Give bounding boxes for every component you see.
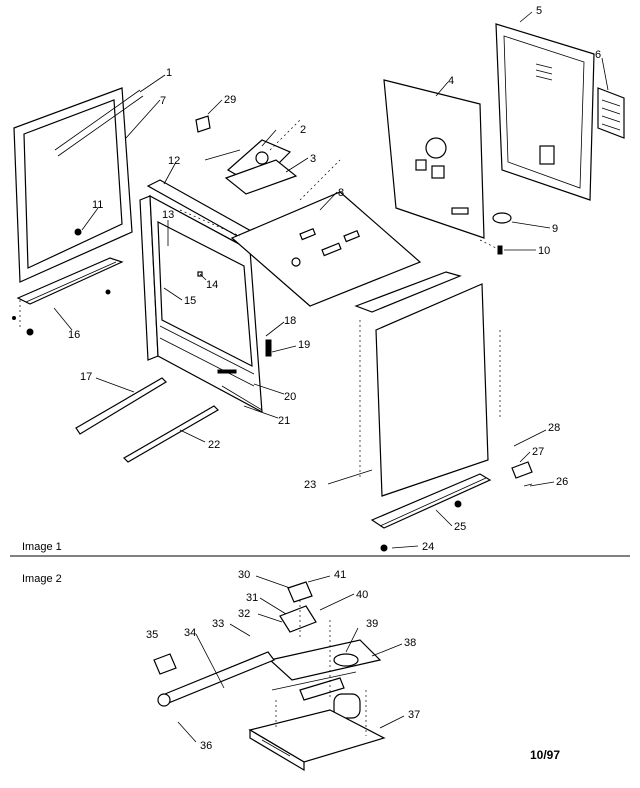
burner-tube [157,651,275,707]
orifice-part [153,653,177,675]
left-bottom-rail [12,257,124,336]
base-bracket [248,709,386,772]
callout-25: 25 [454,521,466,533]
bottom-panel [230,191,422,307]
callout-41: 41 [334,569,346,581]
callout-18: 18 [284,315,296,327]
callout-6: 6 [595,49,601,61]
right-side-panel [354,271,489,497]
callout-8: 8 [338,187,344,199]
callouts-image-1: 1 2 3 4 5 6 7 8 9 10 11 12 13 14 15 16 1… [68,5,601,553]
callout-19: 19 [298,339,310,351]
small-hardware [492,212,533,487]
callouts-image-2: 30 31 32 33 34 35 36 37 38 39 40 41 [146,569,420,752]
callout-27: 27 [532,446,544,458]
leader-lines-image-2 [177,575,405,743]
left-door-frame [13,87,144,295]
callout-38: 38 [404,637,416,649]
leader-lines [53,11,609,549]
callout-22: 22 [208,439,220,451]
callout-30: 30 [238,569,250,581]
callout-11: 11 [92,199,103,211]
callout-33: 33 [212,618,224,630]
section-label-image-1: Image 1 [22,541,62,553]
rear-cover-panel [495,23,595,201]
lower-rails [75,369,263,463]
front-chassis-frame [139,194,272,414]
callout-31: 31 [246,592,258,604]
callout-13: 13 [162,209,174,221]
callout-37: 37 [408,709,420,721]
back-panel [383,79,485,239]
callout-20: 20 [284,391,296,403]
callout-1: 1 [166,67,172,79]
callout-15: 15 [184,295,196,307]
callout-17: 17 [80,371,92,383]
callout-10: 10 [538,245,550,257]
callout-35: 35 [146,629,158,641]
callout-32: 32 [238,608,250,620]
callout-12: 12 [168,155,180,167]
callout-5: 5 [536,5,542,17]
burner-assembly [195,115,298,195]
image-2-diagram: Image 2 [22,569,560,772]
callout-14: 14 [206,279,218,291]
callout-24: 24 [422,541,434,553]
image-1-diagram: 1 2 3 4 5 6 7 8 9 10 11 12 13 14 15 16 1… [12,5,625,553]
callout-23: 23 [304,479,316,491]
callout-29: 29 [224,94,236,106]
callout-16: 16 [68,329,80,341]
callout-9: 9 [552,223,558,235]
right-bottom-rail [370,473,492,552]
callout-26: 26 [556,476,568,488]
callout-34: 34 [184,627,196,639]
callout-21: 21 [278,415,290,427]
callout-28: 28 [548,422,560,434]
section-label-image-2: Image 2 [22,573,62,585]
image-2-guides [275,600,367,736]
callout-7: 7 [160,95,166,107]
vent-louver [597,87,625,139]
callout-3: 3 [310,153,316,165]
callout-40: 40 [356,589,368,601]
callout-2: 2 [300,124,306,136]
date-code: 10/97 [530,748,560,762]
callout-4: 4 [448,75,454,87]
callout-36: 36 [200,740,212,752]
valve-assembly [268,581,382,719]
callout-39: 39 [366,618,378,630]
assembly-guides [19,119,501,480]
